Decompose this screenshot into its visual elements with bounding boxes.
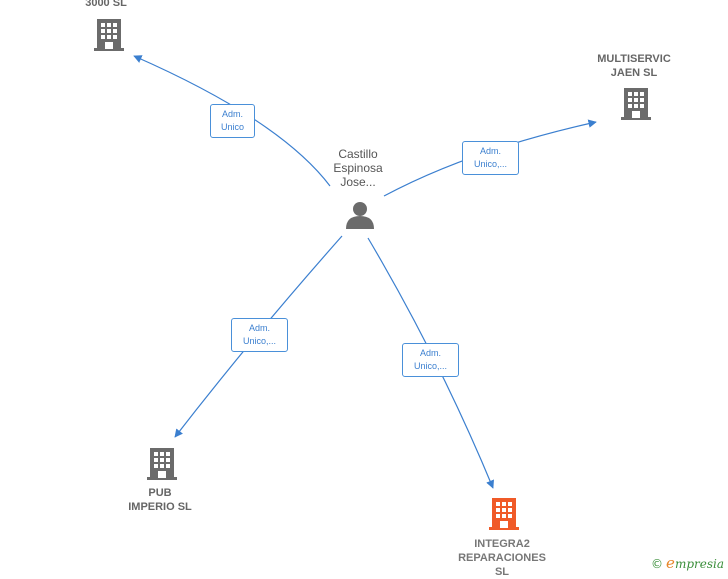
node-label-integra2[interactable]: INTEGRA2 REPARACIONES SL (458, 538, 546, 578)
node-label-person[interactable]: Castillo Espinosa Jose... (333, 147, 383, 189)
edge-label-bottom-left[interactable]: Adm. Unico,... (231, 318, 288, 352)
edge-label-bottom-right[interactable]: Adm. Unico,... (402, 343, 459, 377)
person-icon[interactable] (346, 202, 374, 229)
edge-top-left (133, 55, 331, 187)
building-icon-pub-imperio[interactable] (147, 448, 177, 480)
copyright-icon: © (651, 557, 664, 571)
edge-label-top-left[interactable]: Adm. Unico (210, 104, 255, 138)
node-label-3000-sl[interactable]: 3000 SL (85, 0, 127, 9)
building-icon-3000-sl[interactable] (94, 19, 124, 51)
empresia-logo: ©empresia (651, 554, 724, 572)
edge-label-top-right[interactable]: Adm. Unico,... (462, 141, 519, 175)
node-label-multiservic-jaen[interactable]: MULTISERVIC JAEN SL (597, 53, 671, 79)
building-icon-multiservic-jaen[interactable] (621, 88, 651, 120)
building-icon-integra2[interactable] (489, 498, 519, 530)
node-label-pub-imperio[interactable]: PUB IMPERIO SL (128, 487, 192, 513)
